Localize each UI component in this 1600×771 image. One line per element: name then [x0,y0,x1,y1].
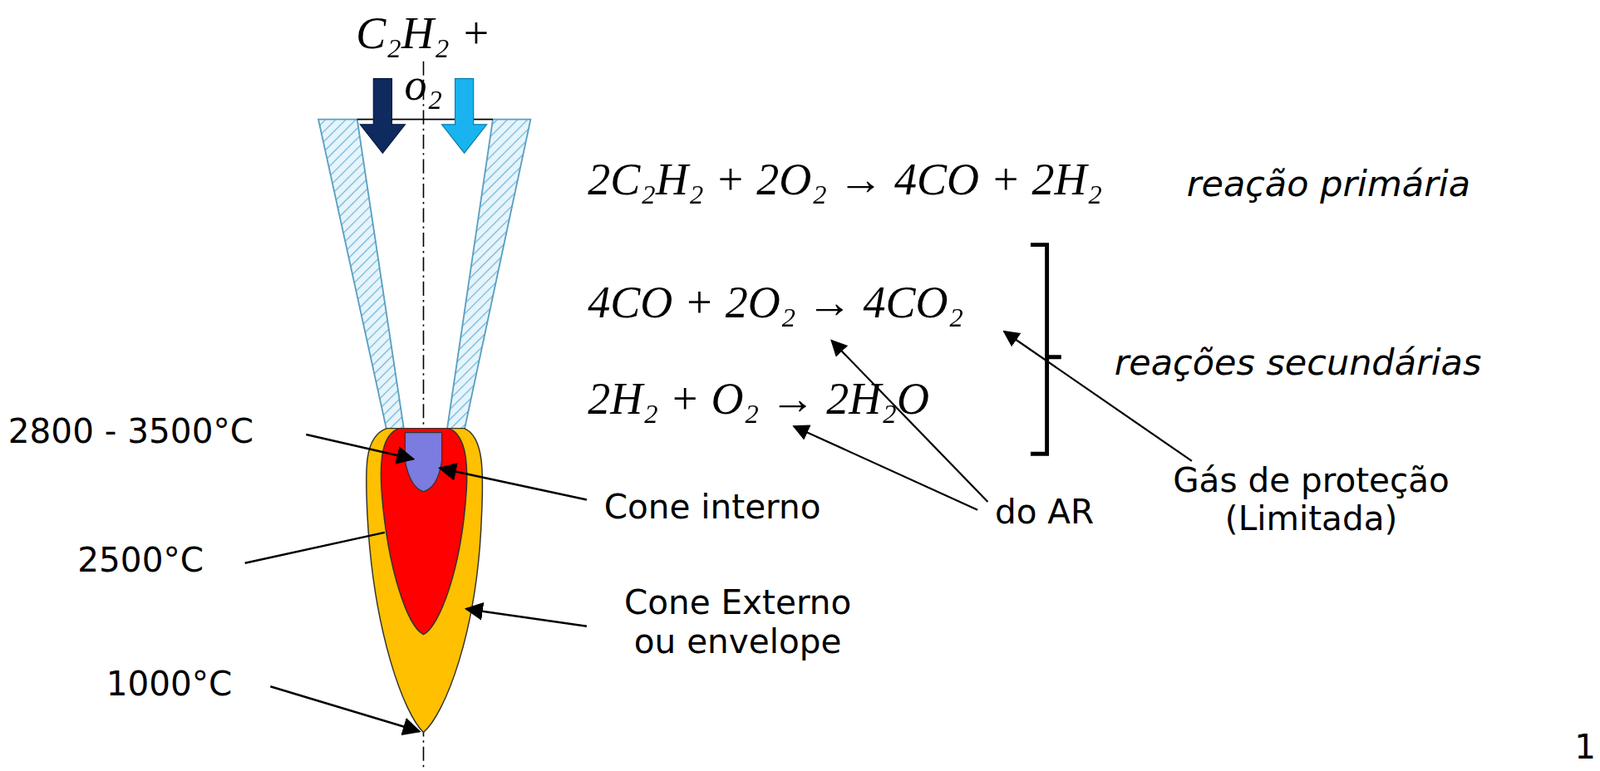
part-label: Cone interno [604,487,822,527]
nozzle-wall [318,119,404,431]
leader-line [245,532,385,564]
leader-line [270,686,419,732]
temperature-label: 2800 - 3500°C [8,412,254,452]
leader-line [439,468,587,501]
equation: 2C₂H₂ + 2O₂ → 4CO + 2H₂ [587,155,1103,207]
equation: 4CO + 2O₂ → 4CO₂ [587,277,964,330]
acetylene-arrow [359,78,405,154]
note-label: Gás de proteção (Limitada) [1152,461,1470,539]
oxygen-arrow [442,78,488,154]
middle-zone [380,428,467,636]
page-number: 1 [1574,728,1596,768]
equation: 2H₂ + O₂ → 2H₂O [587,374,930,427]
leader-line [793,426,978,511]
note-label: do AR [994,492,1094,532]
reaction-note: reação primária [1186,162,1471,204]
gas-feed-label: C₂H₂ + o₂ [336,8,511,112]
temperature-label: 1000°C [106,664,233,704]
part-label: Cone Externo ou envelope [610,583,866,661]
temperature-label: 2500°C [77,541,204,581]
reaction-note: reações secundárias [1114,341,1482,383]
bracket [1030,245,1062,455]
inner-cone [404,433,442,493]
leader-line [305,434,414,459]
nozzle-wall [447,119,532,431]
leader-line [466,609,587,627]
